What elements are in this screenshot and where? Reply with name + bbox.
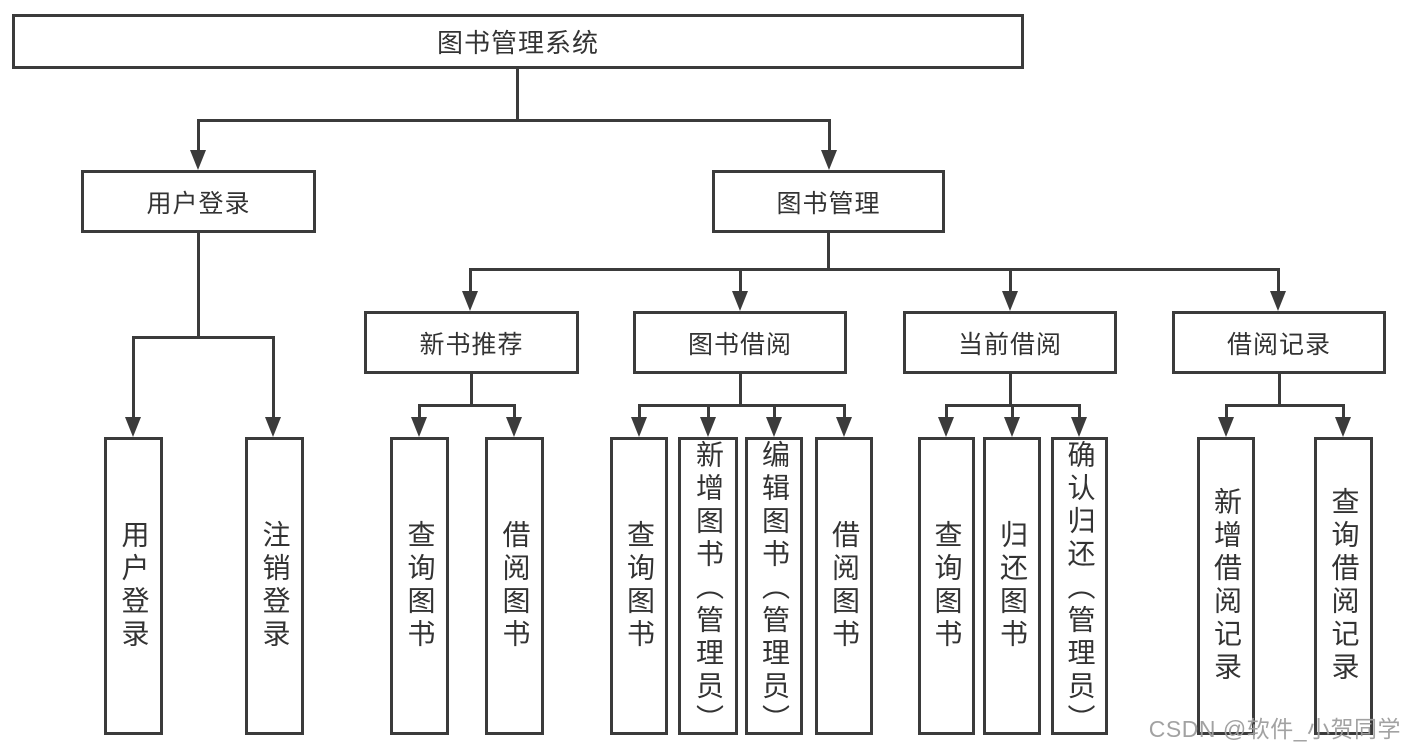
arrowhead-bw4 (836, 417, 852, 437)
connector-stem-re2 (1342, 404, 1345, 419)
connector-recommend-bar (419, 404, 515, 407)
connector-mgmt-trunk (827, 233, 830, 270)
arrowhead-leaf-logout (265, 417, 281, 437)
node-current-borrow: 当前借阅 (903, 311, 1117, 374)
arrowhead-rec-borrow (506, 417, 522, 437)
connector-stem-cu1 (945, 404, 948, 419)
connector-stem-leaf-logout (272, 336, 275, 419)
connector-root-bar (198, 119, 831, 122)
node-user-login: 用户登录 (81, 170, 316, 233)
leaf-current-confirm-return-admin: 确认归还（管理员） (1051, 437, 1108, 737)
connector-mgmt-bar (470, 268, 1280, 271)
leaf-logout: 注销登录 (245, 437, 304, 735)
connector-stem-current (1009, 268, 1012, 293)
node-borrow-records: 借阅记录 (1172, 311, 1386, 374)
arrowhead-book-mgmt (821, 150, 837, 170)
connector-login-trunk (197, 233, 200, 337)
arrowhead-current (1002, 291, 1018, 311)
connector-stem-rec-query (418, 404, 421, 419)
connector-stem-rec-borrow (513, 404, 516, 419)
csdn-watermark: CSDN @软件_小贺同学 (1148, 716, 1401, 742)
connector-stem-records (1277, 268, 1280, 293)
connector-stem-bw3 (773, 404, 776, 419)
connector-root-trunk (516, 69, 519, 120)
connector-stem-borrow (739, 268, 742, 293)
node-new-book-recommend: 新书推荐 (364, 311, 579, 374)
node-root-system: 图书管理系统 (12, 14, 1024, 69)
leaf-recommend-borrow-book: 借阅图书 (485, 437, 544, 735)
node-book-management: 图书管理 (712, 170, 945, 233)
leaf-current-return-book: 归还图书 (983, 437, 1041, 735)
arrowhead-re1 (1218, 417, 1234, 437)
leaf-borrow-borrow-book: 借阅图书 (815, 437, 873, 735)
connector-stem-cu2 (1011, 404, 1014, 419)
arrowhead-cu2 (1004, 417, 1020, 437)
arrowhead-user-login (190, 150, 206, 170)
connector-stem-bw1 (638, 404, 641, 419)
leaf-current-query-book: 查询图书 (918, 437, 975, 735)
connector-stem-re1 (1225, 404, 1228, 419)
leaf-recommend-query-book: 查询图书 (390, 437, 449, 735)
connector-borrow-trunk (739, 374, 742, 406)
arrowhead-leaf-login (125, 417, 141, 437)
arrowhead-recommend (462, 291, 478, 311)
connector-records-bar (1226, 404, 1344, 407)
connector-stem-cu3 (1078, 404, 1081, 419)
node-book-borrow: 图书借阅 (633, 311, 847, 374)
leaf-borrow-add-book-admin: 新增图书（管理员） (678, 437, 738, 737)
connector-stem-leaf-login (132, 336, 135, 419)
arrowhead-cu3 (1071, 417, 1087, 437)
arrowhead-bw2 (700, 417, 716, 437)
connector-recommend-trunk (470, 374, 473, 406)
connector-borrow-bar (639, 404, 845, 407)
connector-records-trunk (1278, 374, 1281, 406)
arrowhead-re2 (1335, 417, 1351, 437)
connector-stem-bw4 (843, 404, 846, 419)
arrowhead-bw3 (766, 417, 782, 437)
leaf-records-add-record: 新增借阅记录 (1197, 437, 1255, 735)
connector-stem-bw2 (707, 404, 710, 419)
leaf-borrow-edit-book-admin: 编辑图书（管理员） (745, 437, 803, 737)
connector-stem-user-login (197, 119, 200, 153)
arrowhead-rec-query (411, 417, 427, 437)
leaf-records-query-record: 查询借阅记录 (1314, 437, 1373, 735)
arrowhead-records (1270, 291, 1286, 311)
connector-login-bar (133, 336, 275, 339)
arrowhead-bw1 (631, 417, 647, 437)
connector-stem-recommend (469, 268, 472, 293)
arrowhead-borrow (732, 291, 748, 311)
leaf-user-login: 用户登录 (104, 437, 163, 735)
arrowhead-cu1 (938, 417, 954, 437)
connector-current-trunk (1009, 374, 1012, 406)
leaf-borrow-query-book: 查询图书 (610, 437, 668, 735)
connector-stem-book-mgmt (828, 119, 831, 153)
